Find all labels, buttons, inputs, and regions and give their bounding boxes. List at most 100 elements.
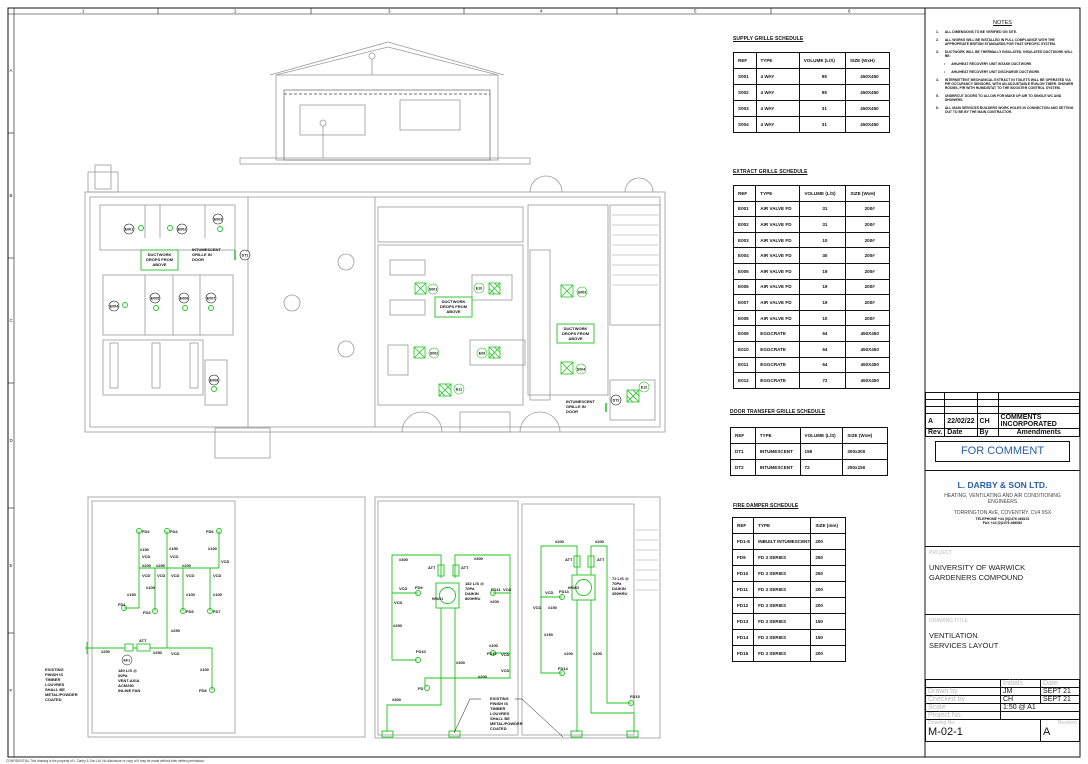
table-cell: 10 [799, 231, 847, 249]
svg-text:70Pa: 70Pa [465, 586, 475, 591]
table-cell: 31 [798, 100, 847, 117]
svg-text:EXISTING: EXISTING [490, 696, 509, 701]
svg-text:COATED: COATED [45, 697, 62, 702]
svg-text:FD1: FD1 [118, 602, 126, 607]
table-cell: 200# [845, 309, 890, 327]
svg-text:ATT: ATT [597, 557, 605, 562]
marker-dt2: DT2 [613, 399, 620, 403]
note-number: 3. [936, 50, 939, 54]
note-number: 5. [936, 94, 939, 98]
table-cell: AIR VALVE FD [755, 216, 801, 233]
table-cell: 450X450 [845, 68, 890, 85]
svg-text:VCD: VCD [157, 573, 166, 578]
note-item: 6.ALL MAIN SERVICES BUILDERS WORK HOLES … [936, 106, 1075, 114]
marker-s003: S003 [578, 291, 586, 295]
table-cell: E003 [732, 231, 757, 249]
table-cell: E006 [732, 278, 757, 296]
fire-schedule-title: FIRE DAMPER SCHEDULE [733, 503, 799, 509]
svg-text:#250: #250 [171, 628, 181, 633]
table-cell: 450X450 [845, 340, 890, 358]
svg-text:GRILLE IN: GRILLE IN [566, 404, 586, 409]
svg-text:182 L/S @: 182 L/S @ [465, 581, 484, 586]
table-cell: FD 3 SERIES [753, 549, 812, 566]
note-text: AHU/HEAT RECOVERY UNIT INTAKE DUCTWORK [951, 62, 1032, 66]
table-cell: 200# [845, 294, 890, 311]
marker-e004: E004 [110, 305, 118, 309]
table-cell: 150 [810, 613, 846, 630]
svg-text:VCD: VCD [221, 559, 230, 564]
table-cell: FD 3 SERIES [753, 613, 812, 630]
table-cell: 200# [845, 231, 890, 249]
marker-e001: E001 [125, 228, 133, 232]
column-header: REF [732, 185, 757, 202]
table-cell: 300x300 [842, 443, 888, 460]
table-cell: 200# [845, 247, 890, 264]
svg-text:70Pa: 70Pa [612, 581, 622, 586]
note-number: • [944, 62, 946, 66]
table-cell: 450X450 [845, 325, 890, 342]
table-cell: 200 [810, 581, 846, 598]
marker-labels: E001 E002 E003 E004 E005 E006 E007 E008 … [108, 213, 650, 406]
marker-dt1: DT1 [242, 254, 249, 258]
extract-schedule-title: EXTRACT GRILLE SCHEDULE [733, 169, 808, 175]
table-cell: 10 [799, 309, 847, 327]
table-cell: E004 [732, 247, 757, 264]
svg-text:HRU02: HRU02 [568, 586, 579, 590]
notes-title: NOTES [993, 20, 1012, 26]
table-cell: E010 [732, 340, 757, 358]
svg-text:INLINE FAN: INLINE FAN [118, 688, 140, 693]
schematic-panels [87, 496, 661, 739]
svg-text:DROPS FROM: DROPS FROM [146, 257, 174, 262]
note-number: 1. [936, 30, 939, 34]
table-cell: 19 [799, 294, 847, 311]
table-cell: E012 [732, 372, 757, 389]
row-label: D [10, 438, 14, 443]
supply-schedule-title: SUPPLY GRILLE SCHEDULE [733, 36, 804, 42]
column-header: VOLUME (L/S) [798, 52, 847, 69]
table-cell: 250 [810, 565, 846, 582]
table-cell: 450X450 [845, 356, 890, 374]
table-cell: FD11 [731, 581, 755, 598]
table-cell: INTUMESCENT [754, 459, 801, 476]
table-cell: FD 3 SERIES [753, 581, 812, 598]
marker-e007: E007 [207, 297, 215, 301]
column-header: SIZE (WxH) [842, 427, 888, 444]
table-cell: 4 WAY [755, 68, 800, 85]
column-label: 3 [388, 9, 391, 14]
svg-text:ABOVE: ABOVE [568, 336, 583, 341]
table-cell: 200 [810, 597, 846, 614]
note-item: 5.UNDERCUT DOORS TO ALLOW FOR MAKE UP AI… [936, 94, 1075, 102]
svg-text:LOUVRES: LOUVRES [490, 711, 510, 716]
svg-text:#250: #250 [156, 563, 166, 568]
table-cell: FD12 [731, 597, 755, 614]
note-item: 4.INTERMITTENT MECHANICAL EXTRACT IN TOI… [936, 78, 1075, 90]
svg-text:FD13: FD13 [559, 589, 570, 594]
status-stamp: FOR COMMENT [935, 441, 1070, 462]
table-cell: 200 [810, 645, 846, 662]
table-cell: 95 [798, 68, 847, 85]
table-cell: S002 [733, 84, 757, 101]
svg-text:FINISH IS: FINISH IS [45, 672, 63, 677]
svg-text:ATT: ATT [139, 638, 147, 643]
